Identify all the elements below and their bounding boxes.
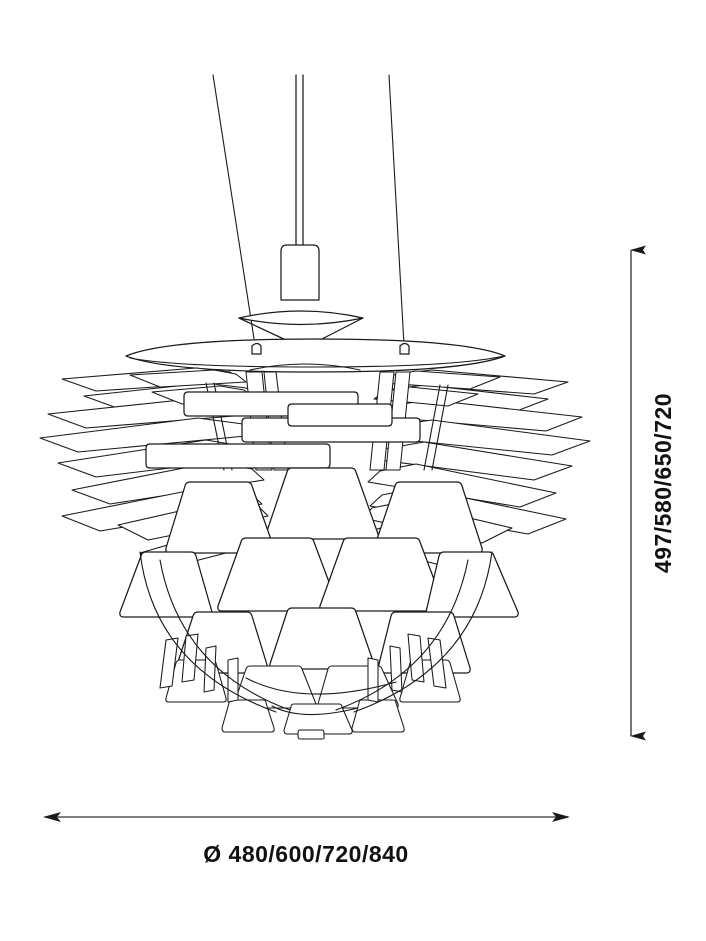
- rib-far-right-b: [431, 384, 449, 471]
- height-dimension-label: 497/580/650/720: [650, 393, 676, 573]
- silhouette-right-2: [353, 551, 493, 713]
- front-leaf-plates-upper: [145, 391, 421, 469]
- lower-leaf-r2: [351, 699, 405, 733]
- rib-far-right-a: [423, 384, 441, 471]
- bottom-contour-b: [245, 677, 397, 695]
- leaf-blade-l8: [129, 369, 247, 388]
- fin-l1: [159, 637, 179, 689]
- height-dimension: 497/580/650/720: [630, 245, 676, 741]
- shade-far-right-t2: [425, 551, 519, 618]
- top-disc: [125, 338, 506, 373]
- diameter-dimension-label: Ø 480/600/720/840: [203, 841, 408, 867]
- silhouette-left-2: [139, 551, 277, 713]
- lower-leaf-cluster: [159, 633, 461, 740]
- mid-tier-shades: [119, 467, 519, 674]
- wire-anchor-loops: [251, 342, 410, 355]
- fin-r2: [407, 633, 425, 683]
- lower-leaf-c3: [283, 703, 353, 735]
- suspension-assembly: [125, 74, 506, 373]
- bottom-contour-a: [271, 705, 359, 716]
- bottom-tip: [297, 729, 325, 740]
- silhouette-right: [335, 559, 469, 711]
- cord-grip-cylinder: [280, 244, 320, 301]
- silhouette-left: [159, 559, 291, 711]
- front-plate-4: [287, 403, 393, 427]
- lower-leaf-l2: [221, 699, 275, 733]
- fin-r3: [389, 645, 403, 693]
- support-wire-right: [388, 74, 405, 346]
- fin-l2: [181, 633, 199, 683]
- front-plate-3: [145, 443, 331, 469]
- inner-dome-arc: [249, 363, 361, 371]
- body-silhouette-guides: [139, 551, 493, 713]
- diameter-dimension: Ø 480/600/720/840: [43, 812, 570, 867]
- fin-l3: [203, 645, 217, 693]
- support-wire-left: [212, 74, 256, 346]
- lower-leaf-r1: [399, 659, 461, 703]
